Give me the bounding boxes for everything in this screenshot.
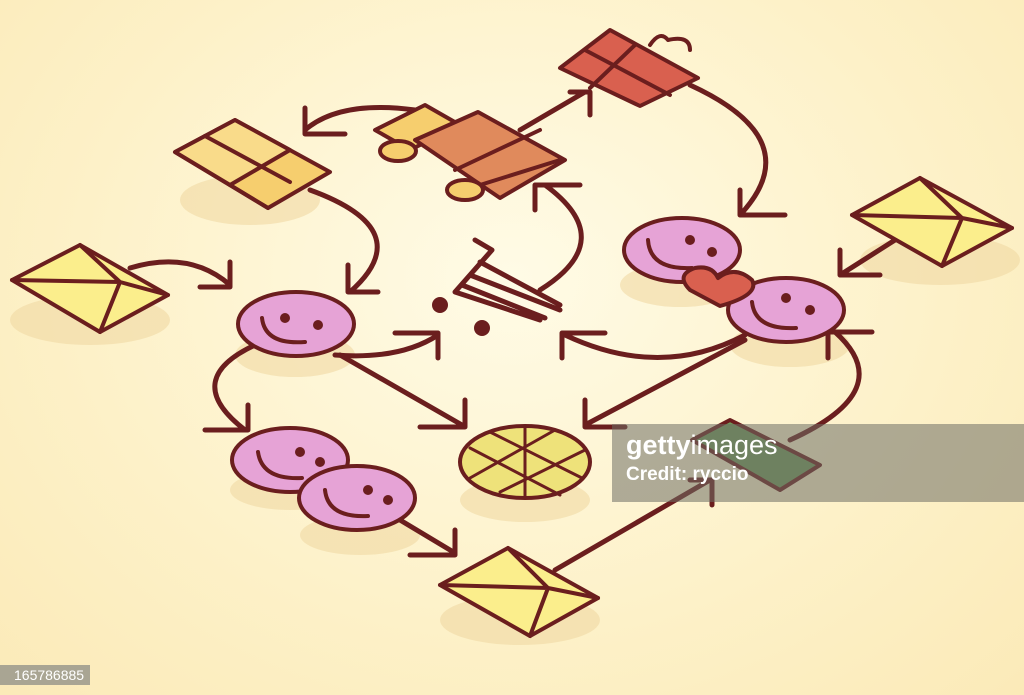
gift-icon	[558, 28, 700, 108]
smiley-icon	[622, 216, 742, 284]
watermark-credit: Credit: ryccio	[626, 464, 749, 485]
watermark-brand-bold: getty	[626, 430, 691, 460]
smiley-icon	[726, 276, 846, 344]
truck-icon	[373, 103, 567, 202]
envelope-icon	[10, 243, 170, 334]
globe-icon	[458, 424, 592, 500]
watermark-brand-light: images	[690, 430, 778, 460]
smiley-icon	[236, 290, 356, 358]
smiley-icon	[297, 464, 417, 532]
heart-icon	[681, 265, 756, 308]
envelope-icon	[850, 176, 1014, 268]
watermark-logo: gettyimages	[626, 430, 1010, 460]
envelope-icon	[438, 546, 600, 638]
watermark: gettyimages Credit: ryccio	[612, 424, 1024, 502]
box-icon	[173, 118, 332, 210]
image-id: 165786885	[0, 665, 91, 685]
shopping-cart-icon	[432, 237, 563, 336]
